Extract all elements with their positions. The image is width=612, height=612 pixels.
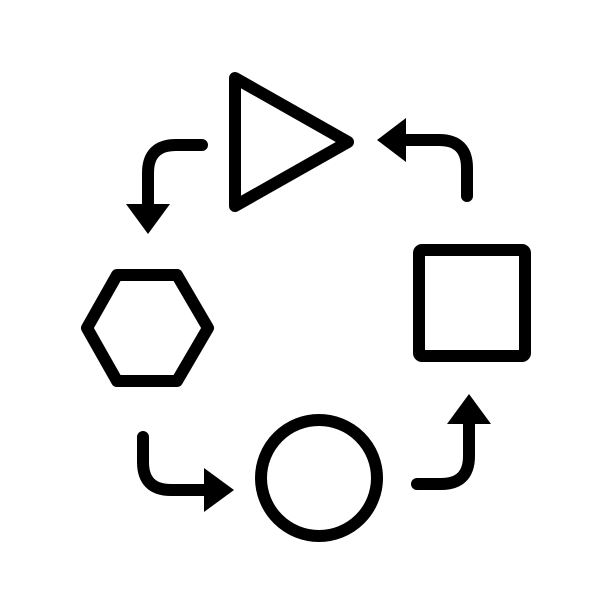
arrow-square-to-triangle: [377, 118, 473, 202]
arrow-hexagon-to-circle: [137, 431, 234, 512]
hexagon-shape: [81, 269, 214, 387]
arrow-triangle-to-hexagon: [126, 139, 208, 234]
circle-shape: [255, 414, 383, 542]
square-shape: [413, 244, 531, 362]
triangle-shape: [229, 72, 354, 212]
arrow-circle-to-square: [411, 394, 491, 490]
